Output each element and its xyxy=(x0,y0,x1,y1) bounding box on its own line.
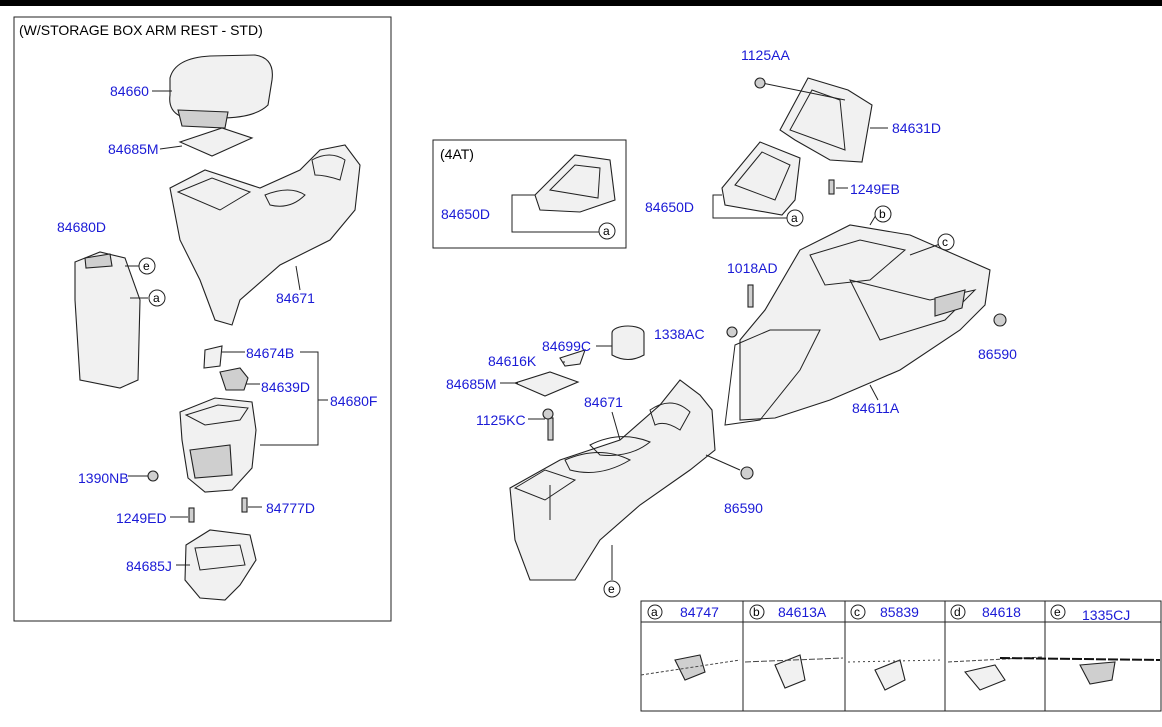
legend-table xyxy=(640,600,1162,712)
bolt-86590-top xyxy=(993,313,1007,327)
part-label-1249ED[interactable]: 1249ED xyxy=(116,510,167,526)
cup-insert-84699C xyxy=(611,325,645,361)
top-border xyxy=(0,0,1162,6)
part-label-84685M-right[interactable]: 84685M xyxy=(446,376,497,392)
legend-part-b[interactable]: 84613A xyxy=(778,604,827,620)
clip-84674B xyxy=(203,345,223,369)
part-label-84685M-left[interactable]: 84685M xyxy=(108,141,159,157)
inset-title: (W/STORAGE BOX ARM REST - STD) xyxy=(19,22,263,38)
shift-indicator-4at xyxy=(534,154,616,213)
shift-indicator-right xyxy=(721,141,801,216)
clip-84616K xyxy=(559,349,586,367)
inset-frame xyxy=(13,16,392,622)
part-label-1249EB[interactable]: 1249EB xyxy=(850,181,900,197)
armrest-lid xyxy=(169,54,273,129)
legend-part-c[interactable]: 85839 xyxy=(880,604,919,620)
part-label-84680D[interactable]: 84680D xyxy=(57,219,107,235)
part-label-84650D-4at[interactable]: 84650D xyxy=(441,206,491,222)
callout-e-left: e xyxy=(143,259,150,273)
part-label-84611A[interactable]: 84611A xyxy=(852,400,900,416)
bolt-1125KC xyxy=(547,417,554,441)
console-front-84671 xyxy=(509,379,716,581)
callout-c: c xyxy=(942,235,948,249)
callout-e-right: e xyxy=(608,582,615,596)
bracket-84685J xyxy=(184,529,257,601)
nut-1390NB xyxy=(147,470,159,482)
part-label-84650D-right[interactable]: 84650D xyxy=(645,199,695,215)
callout-b: b xyxy=(879,207,886,221)
callout-a-left: a xyxy=(153,291,160,305)
legend-part-a[interactable]: 84747 xyxy=(680,604,719,620)
legend-letter-c: c xyxy=(854,605,860,619)
at-box-title: (4AT) xyxy=(440,146,474,162)
part-label-84699C[interactable]: 84699C xyxy=(542,338,592,354)
nut-1338AC xyxy=(726,326,738,338)
pad-left xyxy=(178,127,254,157)
legend-letter-b: b xyxy=(753,605,760,619)
part-label-84671-left[interactable]: 84671 xyxy=(276,290,315,306)
legend-part-e[interactable]: 1335CJ xyxy=(1082,607,1131,623)
part-label-1338AC[interactable]: 1338AC xyxy=(654,326,705,342)
part-label-1125KC[interactable]: 1125KC xyxy=(476,412,526,428)
part-label-84685J[interactable]: 84685J xyxy=(126,558,172,574)
part-label-84671-right[interactable]: 84671 xyxy=(584,394,623,410)
part-label-1125AA[interactable]: 1125AA xyxy=(741,47,790,63)
part-label-86590-bottom[interactable]: 86590 xyxy=(724,500,763,516)
legend-letter-d: d xyxy=(954,605,961,619)
bolt-1249ED xyxy=(188,507,195,523)
part-label-84777D[interactable]: 84777D xyxy=(266,500,316,516)
pad-right xyxy=(513,371,580,397)
bolt-84777D xyxy=(241,497,248,513)
legend-letter-e: e xyxy=(1054,605,1061,619)
part-label-84631D[interactable]: 84631D xyxy=(892,120,942,136)
bolt-1018AD xyxy=(747,284,754,308)
callout-a-right: a xyxy=(791,211,798,225)
storage-box xyxy=(179,397,257,493)
part-label-1390NB[interactable]: 1390NB xyxy=(78,470,129,486)
side-panel-84680D xyxy=(74,251,141,389)
legend-letter-a: a xyxy=(651,605,658,619)
part-label-86590-top[interactable]: 86590 xyxy=(978,346,1017,362)
part-label-84660[interactable]: 84660 xyxy=(110,83,149,99)
bracket-84631D xyxy=(779,77,873,163)
console-left xyxy=(169,144,361,326)
console-rear-84611A xyxy=(724,224,991,426)
part-label-1018AD[interactable]: 1018AD xyxy=(727,260,778,276)
bolt-86590-bottom xyxy=(740,466,754,480)
bolt-1249EB xyxy=(828,179,835,195)
part-label-84680F[interactable]: 84680F xyxy=(330,393,378,409)
part-label-84616K[interactable]: 84616K xyxy=(488,353,537,369)
bracket-84639D xyxy=(219,367,249,391)
callout-a-4at: a xyxy=(603,224,610,238)
part-label-84674B[interactable]: 84674B xyxy=(246,345,295,361)
at-frame xyxy=(432,139,627,249)
part-label-84639D[interactable]: 84639D xyxy=(261,379,311,395)
legend-part-d[interactable]: 84618 xyxy=(982,604,1021,620)
bolt-1125AA xyxy=(754,77,766,89)
